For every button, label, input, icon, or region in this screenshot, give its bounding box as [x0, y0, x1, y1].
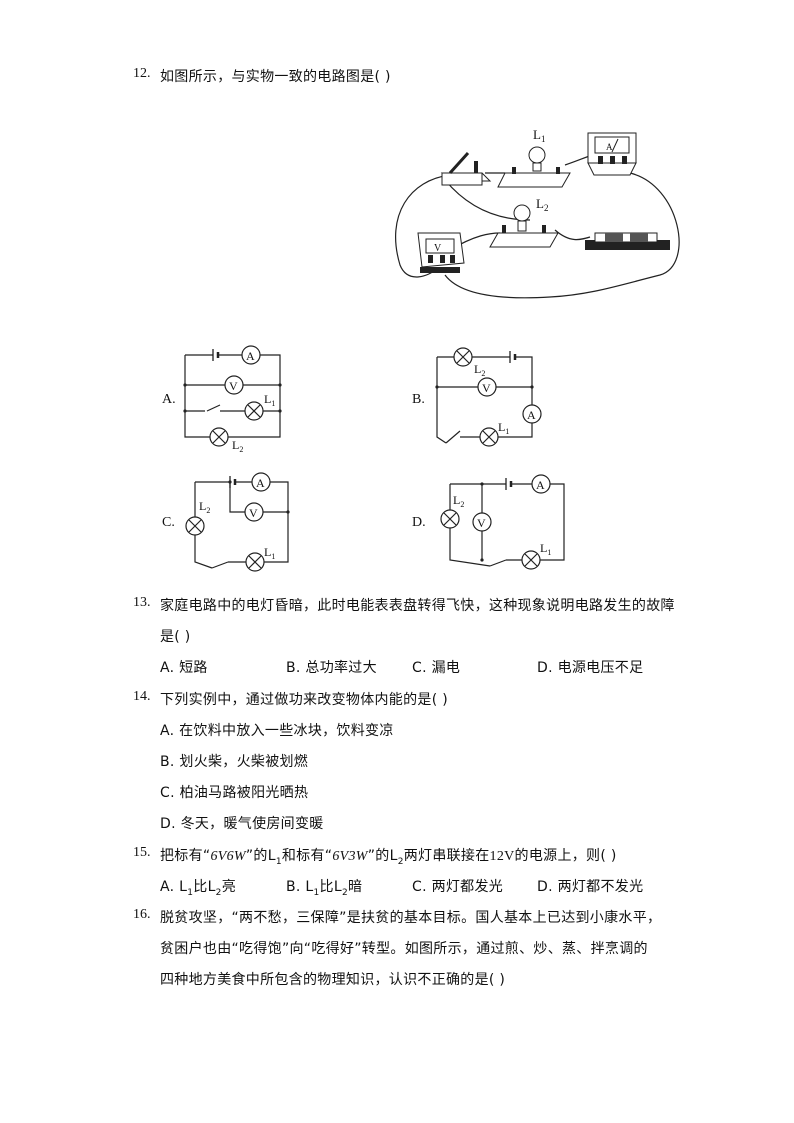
question-15-option-c[interactable]: C. 两灯都发光 — [412, 879, 504, 895]
question-13-text-line2: 是( ) — [160, 629, 191, 645]
svg-text:L2: L2 — [474, 362, 485, 378]
question-14-option-d[interactable]: D. 冬天，暖气使房间变暖 — [160, 816, 324, 832]
question-12-text: 如图所示，与实物一致的电路图是( ) — [160, 69, 391, 85]
physical-circuit-figure: L1 A L2 V — [395, 127, 680, 299]
question-14-option-a[interactable]: A. 在饮料中放入一些冰块，饮料变凉 — [160, 723, 394, 739]
svg-text:A: A — [527, 408, 536, 422]
option-d-label: D. — [412, 515, 426, 530]
question-15-text: 把标有“6V6W”的L1和标有“6V3W”的L2两灯串联接在12V的电源上，则(… — [160, 848, 617, 867]
question-15-option-b[interactable]: B. L1比L2暗 — [286, 879, 363, 898]
lamp-l1-device — [497, 146, 571, 188]
question-14-text: 下列实例中，通过做功来改变物体内能的是( ) — [160, 692, 448, 708]
question-12-number: 12. — [133, 66, 151, 81]
svg-text:L2: L2 — [232, 438, 243, 454]
switch-device — [440, 151, 492, 186]
lamp-l2-device — [489, 204, 559, 248]
svg-text:L1: L1 — [264, 545, 275, 561]
svg-text:L1: L1 — [264, 392, 275, 408]
ammeter-device: A — [587, 132, 637, 176]
svg-text:A: A — [606, 142, 613, 152]
svg-text:V: V — [482, 381, 491, 395]
svg-text:L2: L2 — [199, 499, 210, 515]
question-13-option-c[interactable]: C. 漏电 — [412, 660, 461, 676]
question-13-number: 13. — [133, 595, 151, 610]
circuit-option-b: L2 V A L1 — [435, 347, 542, 447]
photo-l1-label: L1 — [533, 127, 545, 144]
svg-text:V: V — [434, 243, 442, 254]
option-b-label: B. — [412, 392, 425, 407]
question-15-option-a[interactable]: A. L1比L2亮 — [160, 879, 237, 898]
question-16-text-line1: 脱贫攻坚，“两不愁，三保障”是扶贫的基本目标。国人基本上已达到小康水平， — [160, 910, 662, 926]
question-14-number: 14. — [133, 689, 151, 704]
svg-text:A: A — [256, 476, 265, 490]
photo-l2-label: L2 — [536, 196, 548, 213]
question-14-option-b[interactable]: B. 划火柴，火柴被划燃 — [160, 754, 309, 770]
question-16-text-line2: 贫困户也由“吃得饱”向“吃得好”转型。如图所示，通过煎、炒、蒸、拌烹调的 — [160, 941, 648, 957]
question-13-option-b[interactable]: B. 总功率过大 — [286, 660, 377, 676]
svg-text:L2: L2 — [453, 493, 464, 509]
svg-text:V: V — [477, 516, 486, 530]
voltmeter-device: V — [417, 232, 465, 273]
circuit-option-d: A L2 V L1 — [440, 474, 565, 570]
circuit-option-c: A V L2 L1 — [185, 472, 290, 572]
svg-text:L1: L1 — [540, 541, 551, 557]
question-13-text-line1: 家庭电路中的电灯昏暗，此时电能表表盘转得飞快，这种现象说明电路发生的故障 — [160, 598, 675, 614]
question-16-text-line3: 四种地方美食中所包含的物理知识，认识不正确的是( ) — [160, 972, 506, 988]
option-c-label: C. — [162, 515, 175, 530]
battery-device — [585, 232, 670, 250]
svg-text:V: V — [249, 506, 258, 520]
question-16-number: 16. — [133, 907, 151, 922]
svg-text:L1: L1 — [498, 420, 509, 436]
question-15-option-d[interactable]: D. 两灯都不发光 — [537, 879, 644, 895]
question-13-option-d[interactable]: D. 电源电压不足 — [537, 660, 644, 676]
option-a-label: A. — [162, 392, 176, 407]
question-13-option-a[interactable]: A. 短路 — [160, 660, 208, 676]
circuit-option-a: A V L1 L2 — [183, 345, 282, 454]
question-14-option-c[interactable]: C. 柏油马路被阳光晒热 — [160, 785, 309, 801]
svg-text:V: V — [229, 379, 238, 393]
question-15-number: 15. — [133, 845, 151, 860]
svg-text:A: A — [536, 478, 545, 492]
svg-text:A: A — [246, 349, 255, 363]
